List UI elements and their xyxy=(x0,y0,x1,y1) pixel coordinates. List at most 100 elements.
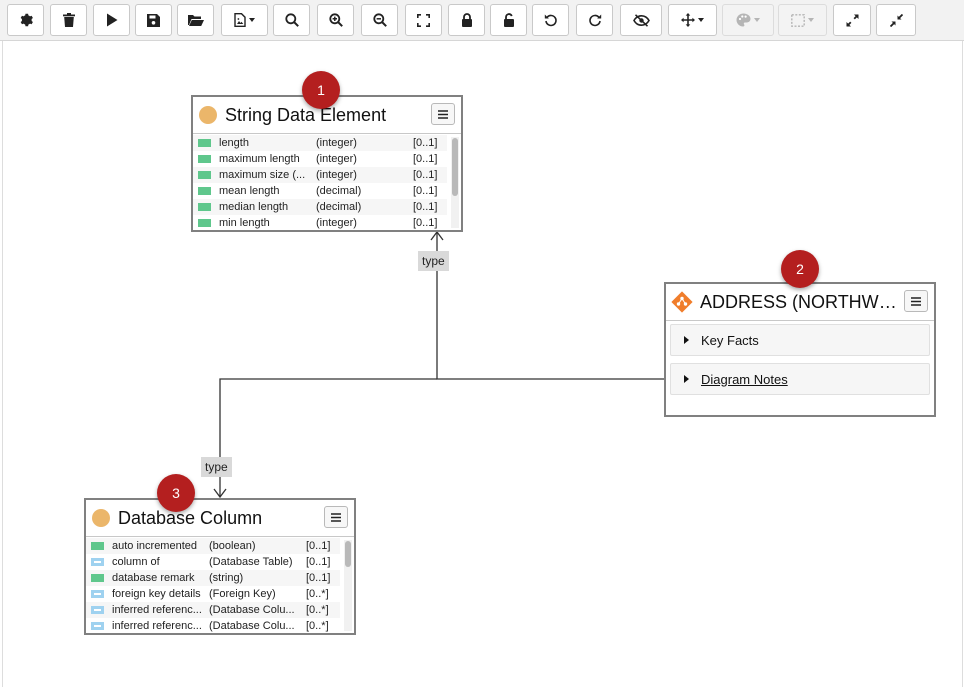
play-icon xyxy=(106,13,117,27)
attribute-row[interactable]: median length(decimal)[0..1] xyxy=(193,199,447,215)
save-button[interactable] xyxy=(135,4,172,36)
zoom-in-button[interactable] xyxy=(317,4,354,36)
attribute-row[interactable]: auto incremented(boolean)[0..1] xyxy=(86,538,340,554)
node-address[interactable]: ADDRESS (NORTHWIN... Key Facts Diagram N… xyxy=(664,282,936,417)
step-badge-2: 2 xyxy=(781,250,819,288)
section-diagram-notes[interactable]: Diagram Notes xyxy=(670,363,930,395)
expand-button[interactable] xyxy=(833,4,871,36)
settings-button[interactable] xyxy=(7,4,44,36)
attribute-type: (decimal) xyxy=(316,185,362,197)
search-icon xyxy=(284,13,299,27)
scrollbar-thumb[interactable] xyxy=(345,541,351,567)
entity-dot-icon xyxy=(199,106,217,124)
attribute-type: (integer) xyxy=(316,169,357,181)
attribute-cardinality: [0..1] xyxy=(306,572,331,584)
attribute-type: (Foreign Key) xyxy=(209,588,276,600)
attribute-cardinality: [0..1] xyxy=(413,185,438,197)
attribute-icon xyxy=(91,542,104,550)
attribute-list[interactable]: auto incremented(boolean)[0..1] column o… xyxy=(86,538,340,633)
hide-icon xyxy=(632,13,650,27)
export-image-button[interactable] xyxy=(221,4,268,36)
node-header: Database Column xyxy=(86,500,354,537)
attribute-icon xyxy=(198,187,211,195)
redo-button[interactable] xyxy=(576,4,613,36)
toolbar xyxy=(0,0,964,41)
section-key-facts[interactable]: Key Facts xyxy=(670,324,930,356)
attribute-row[interactable]: inferred referenc...(Database Colu...[0.… xyxy=(86,602,340,618)
attribute-icon xyxy=(198,219,211,227)
delete-button[interactable] xyxy=(50,4,87,36)
attribute-row[interactable]: min length(integer)[0..1] xyxy=(193,215,447,230)
attribute-type: (Database Table) xyxy=(209,556,293,568)
attribute-row[interactable]: column of(Database Table)[0..1] xyxy=(86,554,340,570)
expand-icon xyxy=(845,13,859,27)
attribute-cardinality: [0..1] xyxy=(413,153,438,165)
node-title: Database Column xyxy=(118,507,263,528)
attribute-cardinality: [0..*] xyxy=(306,620,329,632)
connector-address-to-database-column[interactable] xyxy=(219,378,437,497)
trash-icon xyxy=(62,13,75,27)
fit-screen-icon xyxy=(417,13,430,27)
attribute-row[interactable]: maximum size (...(integer)[0..1] xyxy=(193,167,447,183)
zoom-out-button[interactable] xyxy=(361,4,398,36)
fit-screen-button[interactable] xyxy=(405,4,442,36)
run-button[interactable] xyxy=(93,4,130,36)
edge-label-type: type xyxy=(418,251,449,271)
attribute-row[interactable]: length(integer)[0..1] xyxy=(193,135,447,151)
attribute-type: (Database Colu... xyxy=(209,620,295,632)
scrollbar-thumb[interactable] xyxy=(452,138,458,196)
node-menu-button[interactable] xyxy=(904,290,928,312)
attribute-type: (integer) xyxy=(316,137,357,149)
section-label[interactable]: Diagram Notes xyxy=(701,371,788,387)
hide-button[interactable] xyxy=(620,4,662,36)
search-button[interactable] xyxy=(273,4,310,36)
attribute-cardinality: [0..1] xyxy=(413,201,438,213)
step-badge-3: 3 xyxy=(157,474,195,512)
node-menu-button[interactable] xyxy=(324,506,348,528)
node-database-column[interactable]: Database Column auto incremented(boolean… xyxy=(84,498,356,635)
attribute-name: inferred referenc... xyxy=(112,620,202,632)
reference-icon xyxy=(91,606,104,614)
attribute-row[interactable]: maximum length(integer)[0..1] xyxy=(193,151,447,167)
section-label: Key Facts xyxy=(701,332,759,348)
chevron-down-icon xyxy=(808,18,814,22)
lock-button[interactable] xyxy=(448,4,485,36)
node-string-data-element[interactable]: String Data Element length(integer)[0..1… xyxy=(191,95,463,232)
step-badge-1: 1 xyxy=(302,71,340,109)
reference-icon xyxy=(91,558,104,566)
attribute-row[interactable]: mean length(decimal)[0..1] xyxy=(193,183,447,199)
undo-icon xyxy=(544,14,557,27)
attribute-name: min length xyxy=(219,217,270,229)
color-button[interactable] xyxy=(722,4,774,36)
attribute-cardinality: [0..*] xyxy=(306,588,329,600)
attribute-row[interactable]: inferred referenc... (Database Colu... [0.… xyxy=(86,618,340,633)
node-title: ADDRESS (NORTHWIN... xyxy=(700,291,898,312)
lock-icon xyxy=(461,13,472,27)
selection-button[interactable] xyxy=(778,4,827,36)
undo-button[interactable] xyxy=(532,4,569,36)
attribute-name: length xyxy=(219,137,249,149)
attribute-list[interactable]: length(integer)[0..1] maximum length(int… xyxy=(193,135,447,230)
attribute-row[interactable]: foreign key details(Foreign Key)[0..*] xyxy=(86,586,340,602)
attribute-type: (integer) xyxy=(316,217,357,229)
unlock-icon xyxy=(503,13,514,27)
diagram-canvas[interactable] xyxy=(2,41,963,687)
attribute-icon xyxy=(91,574,104,582)
attribute-icon xyxy=(198,155,211,163)
collapse-button[interactable] xyxy=(876,4,916,36)
chevron-down-icon xyxy=(754,18,760,22)
attribute-name: median length xyxy=(219,201,289,213)
unlock-button[interactable] xyxy=(490,4,527,36)
scrollbar[interactable] xyxy=(344,540,352,631)
attribute-row[interactable]: database remark(string)[0..1] xyxy=(86,570,340,586)
move-button[interactable] xyxy=(668,4,717,36)
scrollbar[interactable] xyxy=(451,137,459,228)
connector-address-to-string-data-element[interactable] xyxy=(436,233,664,380)
palette-icon xyxy=(736,13,751,27)
hamburger-menu-icon xyxy=(911,296,921,306)
open-button[interactable] xyxy=(177,4,214,36)
arrowhead-icon xyxy=(213,488,227,499)
node-menu-button[interactable] xyxy=(431,103,455,125)
attribute-type: (Database Colu... xyxy=(209,604,295,616)
attribute-name: maximum length xyxy=(219,153,300,165)
